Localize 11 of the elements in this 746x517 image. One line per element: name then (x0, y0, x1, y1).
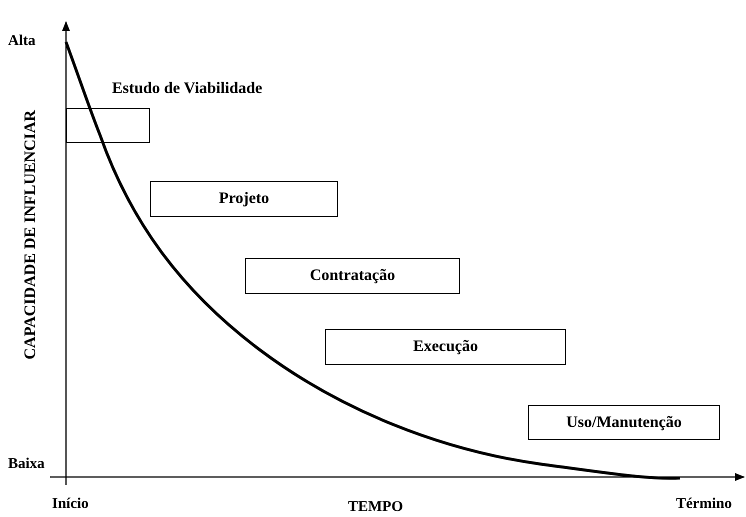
phase-box: Uso/Manutenção (528, 405, 720, 440)
axis-tick-label: Alta (8, 33, 36, 50)
axis-tick-label: Início (52, 496, 89, 513)
axis-title: TEMPO (348, 499, 403, 516)
axis-tick-label: Baixa (8, 456, 45, 473)
phase-box: Execução (325, 329, 566, 365)
axis-title: CAPACIDADE DE INFLUENCIAR (22, 110, 40, 360)
phase-title: Estudo de Viabilidade (112, 80, 262, 98)
phase-box: Contratação (245, 258, 460, 294)
axis-tick-label: Término (676, 496, 732, 513)
phase-box: Projeto (150, 181, 338, 217)
